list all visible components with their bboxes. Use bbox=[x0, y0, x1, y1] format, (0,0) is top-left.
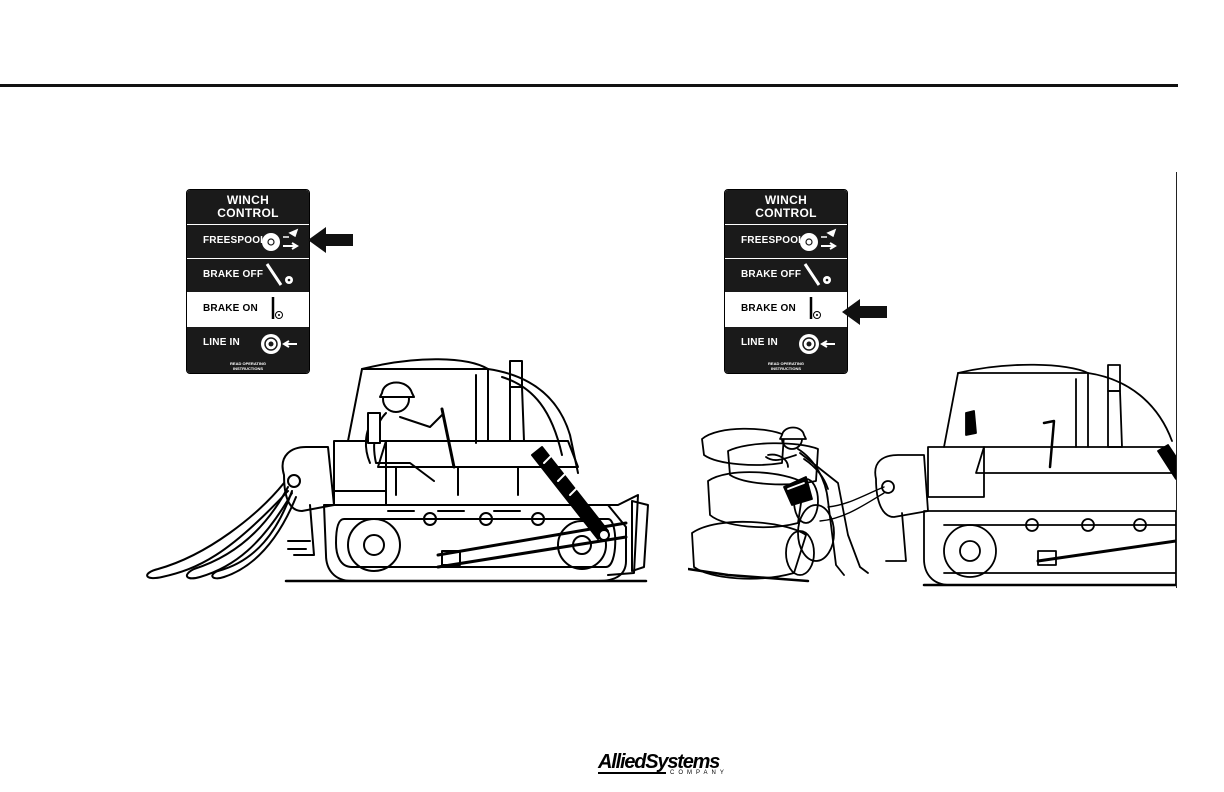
illustration-operator-freespool bbox=[138, 355, 650, 587]
row-brake-off: BRAKE OFF bbox=[725, 259, 847, 292]
indicator-arrow-right bbox=[842, 298, 888, 326]
row-freespool: FREESPOOL bbox=[725, 225, 847, 258]
panel-title-line2: CONTROL bbox=[725, 207, 847, 220]
row-line-in-label: LINE IN bbox=[741, 337, 778, 348]
panel-frame: WINCH CONTROL FREESPOOL BRAKE OFF BRAKE … bbox=[724, 189, 848, 374]
freespool-icon bbox=[259, 227, 303, 255]
row-brake-off: BRAKE OFF bbox=[187, 259, 309, 292]
line-in-drum-icon bbox=[259, 329, 303, 357]
panel-frame: WINCH CONTROL FREESPOOL BRAKE OFF BRAKE … bbox=[186, 189, 310, 374]
row-freespool: FREESPOOL bbox=[187, 225, 309, 258]
row-brake-on: BRAKE ON bbox=[187, 293, 309, 326]
panel-title: WINCH CONTROL bbox=[725, 190, 847, 224]
winch-control-panel-right: WINCH CONTROL FREESPOOL BRAKE OFF BRAKE … bbox=[724, 189, 848, 374]
line-in-drum-icon bbox=[797, 329, 841, 357]
logo-wordmark: AlliedSystems bbox=[598, 752, 728, 772]
panel-title: WINCH CONTROL bbox=[187, 190, 309, 224]
panel-title-line2: CONTROL bbox=[187, 207, 309, 220]
logo-underline bbox=[598, 772, 666, 774]
row-line-in-label: LINE IN bbox=[203, 337, 240, 348]
row-brake-off-label: BRAKE OFF bbox=[203, 269, 263, 280]
row-freespool-label: FREESPOOL bbox=[203, 235, 266, 246]
row-brake-on-label: BRAKE ON bbox=[741, 303, 796, 314]
freespool-icon bbox=[797, 227, 841, 255]
brake-on-lever-icon bbox=[259, 295, 303, 323]
indicator-arrow-left bbox=[308, 226, 354, 254]
row-freespool-label: FREESPOOL bbox=[741, 235, 804, 246]
header-rule bbox=[0, 84, 1178, 87]
page-edge-line bbox=[1176, 172, 1177, 588]
allied-systems-logo: AlliedSystems COMPANY bbox=[598, 752, 728, 782]
brake-off-lever-icon bbox=[259, 261, 303, 289]
brake-on-lever-icon bbox=[797, 295, 841, 323]
winch-control-panel-left: WINCH CONTROL FREESPOOL BRAKE OFF BRAKE … bbox=[186, 189, 310, 374]
row-brake-off-label: BRAKE OFF bbox=[741, 269, 801, 280]
row-brake-on-label: BRAKE ON bbox=[203, 303, 258, 314]
logo-company-text: COMPANY bbox=[670, 770, 728, 776]
brake-off-lever-icon bbox=[797, 261, 841, 289]
row-brake-on: BRAKE ON bbox=[725, 293, 847, 326]
illustration-worker-brake-on bbox=[688, 355, 1176, 591]
